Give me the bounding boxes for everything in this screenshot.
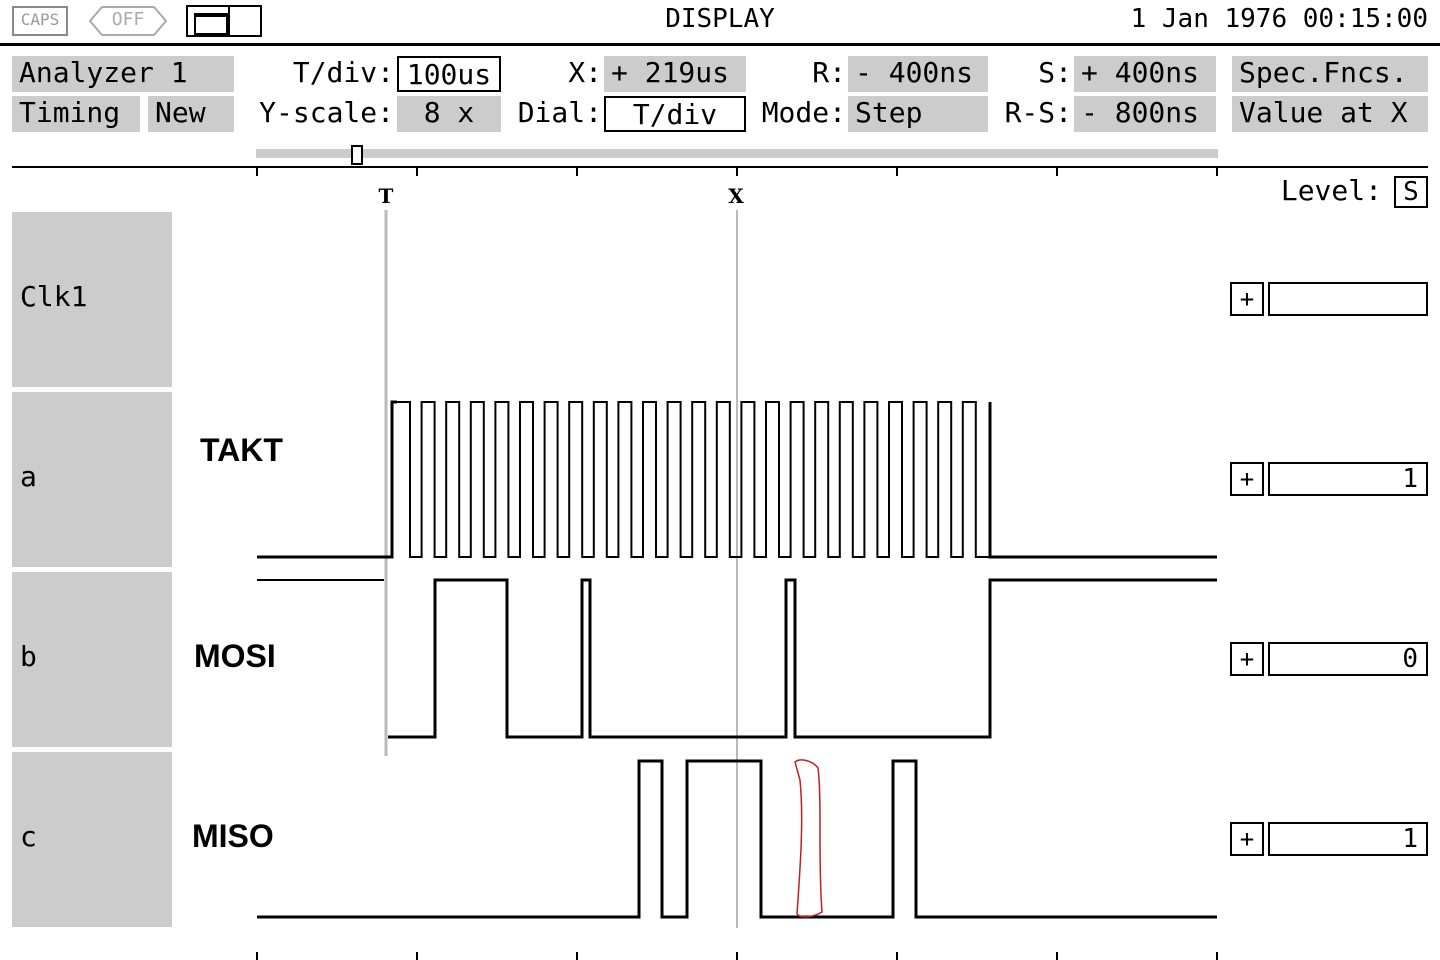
- channel-name: a: [20, 460, 37, 493]
- analyzer-select[interactable]: Analyzer 1: [12, 56, 234, 92]
- dial-field[interactable]: T/div: [604, 96, 746, 132]
- datetime: 1 Jan 1976 00:15:00: [1130, 4, 1428, 34]
- yscale-field[interactable]: 8 x: [397, 96, 501, 132]
- channel-value: 0: [1268, 642, 1428, 676]
- channel-name: b: [20, 640, 37, 673]
- s-field[interactable]: + 400ns: [1074, 56, 1216, 92]
- value-at-x-button[interactable]: Value at X: [1232, 96, 1428, 132]
- level-label: Level:: [1280, 174, 1382, 207]
- panel-divider: [12, 166, 1428, 168]
- bottom-axis-ticks: [256, 952, 1218, 960]
- mode-field[interactable]: Step: [848, 96, 988, 132]
- channel-value: 1: [1268, 822, 1428, 856]
- takt-pulses: [397, 401, 990, 558]
- yscale-label: Y-scale:: [259, 96, 394, 129]
- channel-sign-button[interactable]: +: [1230, 642, 1264, 676]
- spec-fncs-button[interactable]: Spec.Fncs.: [1232, 56, 1428, 92]
- level-field[interactable]: S: [1394, 176, 1428, 208]
- rs-label: R-S:: [1004, 96, 1072, 129]
- header-divider: [0, 43, 1440, 46]
- off-button[interactable]: OFF: [88, 4, 168, 38]
- rs-field[interactable]: - 800ns: [1074, 96, 1216, 132]
- red-highlight-mark: [794, 759, 823, 918]
- channel-label[interactable]: b: [12, 572, 172, 747]
- window-toggle-icon[interactable]: [186, 5, 262, 37]
- channel-name: Clk1: [20, 280, 88, 313]
- trigger-marker-label: T: [379, 184, 394, 208]
- top-axis-ticks: [256, 168, 1218, 176]
- channel-value: 1: [1268, 462, 1428, 496]
- r-label: R:: [812, 56, 846, 89]
- dial-label: Dial:: [517, 96, 602, 129]
- tdiv-label: T/div:: [292, 56, 394, 89]
- mode-label: Mode:: [761, 96, 846, 129]
- takt-waveform-tail: [988, 402, 1217, 559]
- x-field[interactable]: + 219us: [604, 56, 746, 92]
- signal-annotation-takt: TAKT: [200, 432, 283, 468]
- mosi-waveform: [388, 578, 1217, 739]
- channel-value: [1268, 282, 1428, 316]
- caps-button[interactable]: CAPS: [12, 6, 68, 36]
- signal-annotation-mosi: MOSI: [194, 638, 276, 674]
- time-scrollbar[interactable]: [256, 149, 1218, 158]
- s-label: S:: [1038, 56, 1072, 89]
- channel-sign-button[interactable]: +: [1230, 462, 1264, 496]
- timing-mode-button[interactable]: Timing: [12, 96, 140, 132]
- channel-label[interactable]: c: [12, 752, 172, 927]
- x-marker-label: X: [728, 184, 744, 208]
- x-label: X:: [568, 56, 602, 89]
- miso-waveform: [257, 759, 1217, 919]
- scrollbar-thumb[interactable]: [351, 145, 363, 165]
- channel-name: c: [20, 820, 37, 853]
- r-field[interactable]: - 400ns: [848, 56, 988, 92]
- channel-sign-button[interactable]: +: [1230, 822, 1264, 856]
- channel-label[interactable]: Clk1: [12, 212, 172, 387]
- page-title: DISPLAY: [665, 4, 775, 34]
- takt-waveform: [257, 400, 397, 559]
- signal-annotation-miso: MISO: [192, 818, 274, 854]
- channel-label[interactable]: a: [12, 392, 172, 567]
- new-button[interactable]: New: [148, 96, 234, 132]
- off-arrow-icon: [88, 6, 168, 36]
- off-button-label: OFF: [111, 9, 145, 30]
- tdiv-field[interactable]: 100us: [397, 56, 501, 92]
- channel-sign-button[interactable]: +: [1230, 282, 1264, 316]
